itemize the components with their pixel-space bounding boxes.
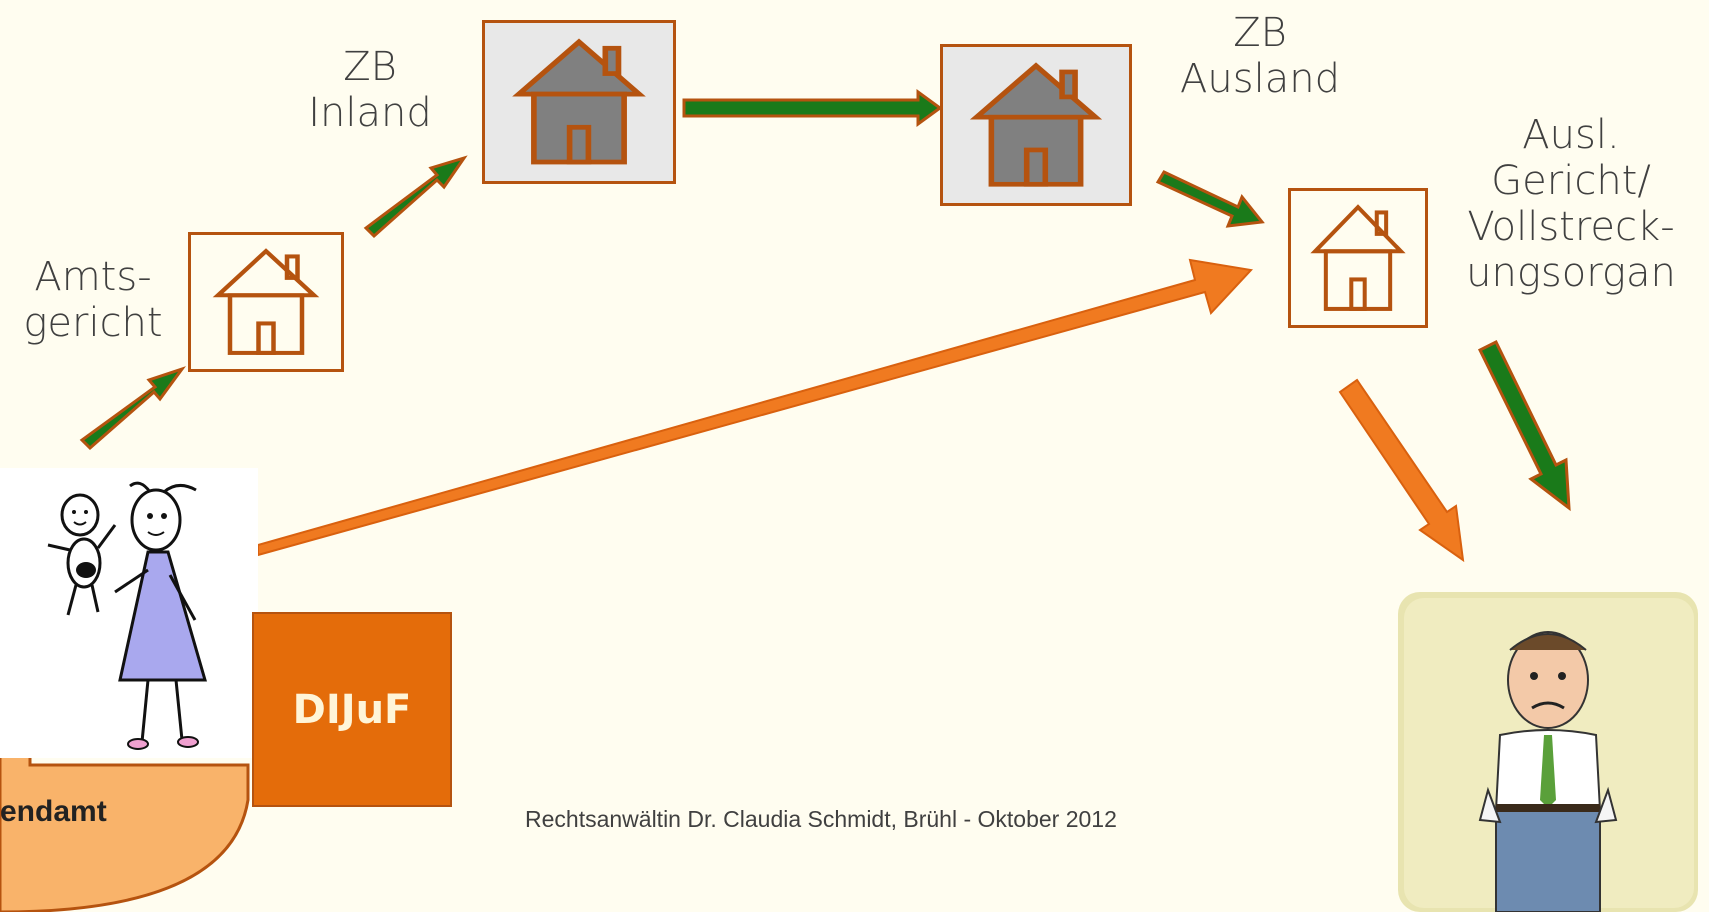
orange-arrow-family-to-court: [257, 258, 1254, 557]
footer-text: Rechtsanwältin Dr. Claudia Schmidt, Brüh…: [525, 806, 1117, 832]
label-zb-ausland: ZB Ausland: [1180, 10, 1340, 102]
house-box-amtsgericht: [188, 232, 344, 372]
debtor-illustration: [1398, 592, 1698, 912]
dijuf-label: DIJuF: [292, 686, 412, 733]
jugendamt-shape: [0, 634, 250, 912]
label-zb-inland: ZB Inland: [308, 44, 432, 136]
house-filled-icon: [969, 62, 1103, 187]
orange-arrow-court-to-debtor: [1338, 378, 1465, 563]
green-arrow-amtsgericht-to-zb-inland: [363, 155, 468, 239]
dijuf-box: DIJuF: [252, 612, 452, 807]
green-arrow-family-to-amtsgericht: [79, 366, 186, 451]
green-arrow-zb-ausland-to-court: [1155, 170, 1265, 228]
house-outline-icon: [212, 248, 320, 355]
family-illustration: [0, 468, 258, 758]
green-arrow-zb-inland-to-zb-ausland: [682, 89, 943, 127]
house-box-ausl-gericht: [1288, 188, 1428, 328]
jugendamt-label: endamt: [0, 795, 107, 828]
label-amtsgericht: Amts- gericht: [23, 254, 163, 346]
green-arrow-ausl-gericht-to-debtor: [1477, 339, 1571, 512]
house-filled-icon: [512, 38, 646, 165]
label-ausl-gericht: Ausl. Gericht/ Vollstreck- ungsorgan: [1466, 112, 1676, 296]
house-box-zb-inland: [482, 20, 676, 184]
house-box-zb-ausland: [940, 44, 1132, 206]
house-outline-icon: [1310, 204, 1406, 311]
